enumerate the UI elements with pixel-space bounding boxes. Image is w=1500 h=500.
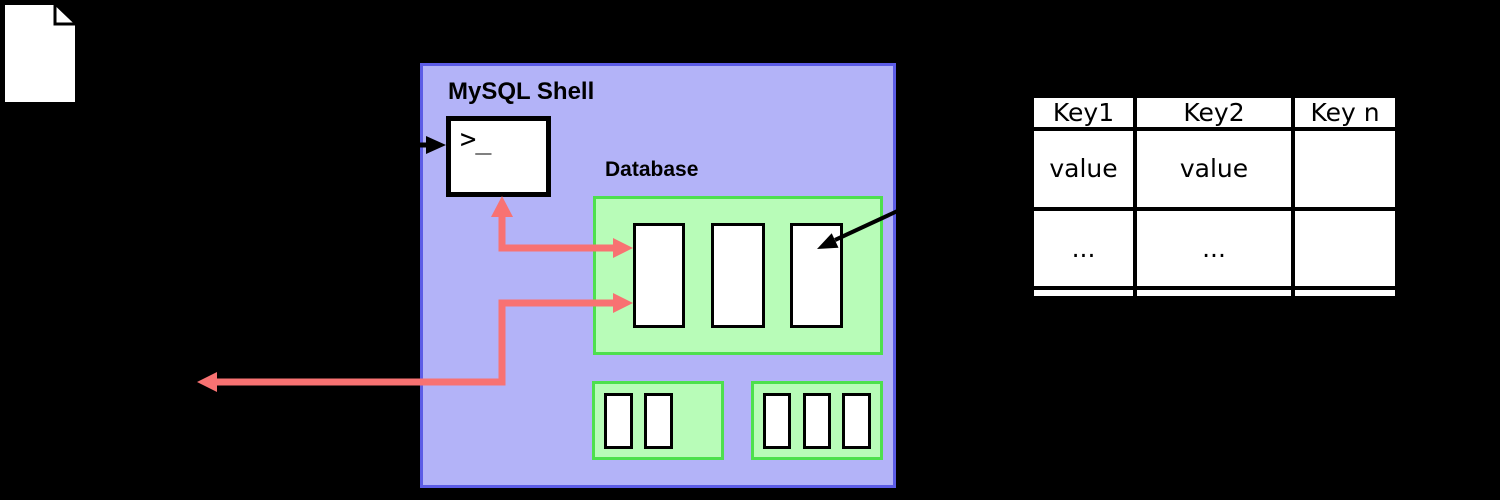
- kv-cell: [1030, 286, 1137, 300]
- kv-header-key1: Key1: [1030, 94, 1137, 131]
- table-shape: [790, 223, 843, 328]
- table-shape: [803, 393, 831, 449]
- file-icon: [2, 0, 80, 105]
- mysql-shell-title: MySQL Shell: [448, 78, 595, 105]
- table-row: value value: [1030, 127, 1399, 211]
- kv-header-row: Key1 Key2 Key n: [1030, 94, 1399, 131]
- terminal-icon: >_: [446, 116, 551, 197]
- kv-cell: value: [1133, 127, 1295, 211]
- kv-cell: [1291, 127, 1399, 211]
- terminal-prompt: >_: [460, 124, 492, 155]
- table-row: [1030, 286, 1399, 300]
- kv-cell: [1291, 286, 1399, 300]
- table-shape: [644, 393, 673, 449]
- key-value-table: Key1 Key2 Key n value value ... ...: [1030, 94, 1399, 300]
- table-shape: [604, 393, 633, 449]
- kv-cell: ...: [1030, 206, 1137, 291]
- table-shape: [633, 223, 685, 328]
- kv-cell: [1133, 286, 1295, 300]
- kv-cell: ...: [1133, 206, 1295, 291]
- table-shape: [711, 223, 765, 328]
- table-shape: [763, 393, 791, 449]
- kv-cell: [1291, 206, 1399, 291]
- database-label: Database: [605, 158, 699, 181]
- kv-header-keyn: Key n: [1291, 94, 1399, 131]
- kv-header-key2: Key2: [1133, 94, 1295, 131]
- table-row: ... ...: [1030, 206, 1399, 291]
- table-shape: [842, 393, 871, 449]
- kv-cell: value: [1030, 127, 1137, 211]
